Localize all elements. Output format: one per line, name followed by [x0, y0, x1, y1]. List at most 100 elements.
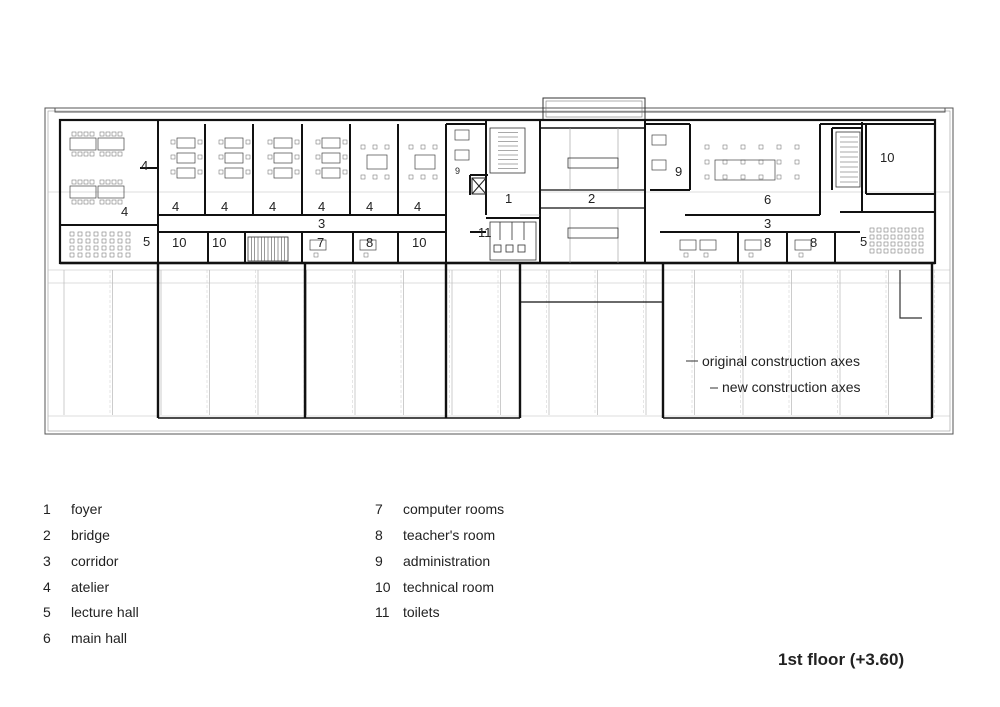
stairs-right: [835, 131, 861, 188]
chair: [117, 131, 123, 137]
desk: [794, 239, 812, 251]
room-label-1: 1: [505, 191, 512, 206]
chair: [117, 252, 123, 258]
room-label-4: 4: [366, 199, 373, 214]
chair: [105, 179, 111, 185]
chair: [89, 179, 95, 185]
chair: [71, 179, 77, 185]
chair: [101, 231, 107, 237]
chair: [117, 245, 123, 251]
chair: [918, 248, 924, 254]
chair: [360, 144, 366, 150]
desk: [366, 154, 388, 170]
chair: [69, 252, 75, 258]
legend-label: administration: [403, 553, 491, 569]
chair: [313, 252, 319, 258]
chair: [218, 154, 224, 160]
chair: [408, 144, 414, 150]
chair: [363, 252, 369, 258]
chair: [93, 245, 99, 251]
chair: [758, 174, 764, 180]
room-label-8: 8: [366, 235, 373, 250]
chair: [342, 154, 348, 160]
desk: [97, 137, 125, 151]
desk: [651, 134, 667, 146]
chair: [111, 199, 117, 205]
chair: [125, 245, 131, 251]
legend-label: toilets: [403, 604, 440, 620]
construction-axes-grid: [48, 191, 950, 417]
chair: [89, 151, 95, 157]
chair: [876, 227, 882, 233]
chair: [111, 179, 117, 185]
chair: [897, 227, 903, 233]
axes-annotation: original construction axes new construct…: [686, 353, 861, 395]
chair: [704, 144, 710, 150]
desk: [414, 154, 436, 170]
desk: [97, 185, 125, 199]
chair: [101, 252, 107, 258]
legend-number: 9: [375, 553, 383, 569]
chair: [99, 151, 105, 157]
chair: [918, 241, 924, 247]
chair: [897, 234, 903, 240]
desk: [176, 152, 196, 164]
room-label-8: 8: [810, 235, 817, 250]
chair: [197, 154, 203, 160]
legend-number: 6: [43, 630, 51, 646]
roof-bar: [54, 107, 946, 113]
desk: [224, 167, 244, 179]
desk: [679, 239, 697, 251]
legend-number: 3: [43, 553, 51, 569]
room-label-4: 4: [269, 199, 276, 214]
chair: [420, 144, 426, 150]
room-label-5: 5: [143, 234, 150, 249]
chair: [315, 154, 321, 160]
right-side-detail: [899, 270, 922, 319]
chair: [93, 231, 99, 237]
desk: [699, 239, 717, 251]
chair: [77, 252, 83, 258]
chair: [101, 245, 107, 251]
chair: [71, 199, 77, 205]
legend-number: 1: [43, 501, 51, 517]
desk: [714, 159, 776, 181]
chair: [69, 238, 75, 244]
room-label-4: 4: [318, 199, 325, 214]
room-label-3: 3: [318, 216, 325, 231]
chair: [77, 131, 83, 137]
chair: [93, 238, 99, 244]
furniture: [69, 129, 924, 258]
chair: [890, 227, 896, 233]
chair: [432, 174, 438, 180]
chair: [109, 231, 115, 237]
chair: [117, 179, 123, 185]
chair: [85, 252, 91, 258]
desk: [454, 129, 470, 141]
chair: [794, 159, 800, 165]
chair: [77, 231, 83, 237]
room-label-9: 9: [675, 164, 682, 179]
desk: [273, 167, 293, 179]
chair: [105, 131, 111, 137]
chair: [83, 131, 89, 137]
desk: [224, 137, 244, 149]
room-label-4: 4: [221, 199, 228, 214]
skylight-inner: [545, 100, 643, 118]
original-axes-label: original construction axes: [702, 353, 860, 369]
chair: [117, 231, 123, 237]
chair: [432, 144, 438, 150]
chair: [869, 248, 875, 254]
chair: [384, 144, 390, 150]
chair: [71, 131, 77, 137]
chair: [408, 174, 414, 180]
chair: [904, 248, 910, 254]
chair: [776, 174, 782, 180]
chair: [883, 227, 889, 233]
chair: [776, 159, 782, 165]
room-label-10: 10: [212, 235, 226, 250]
